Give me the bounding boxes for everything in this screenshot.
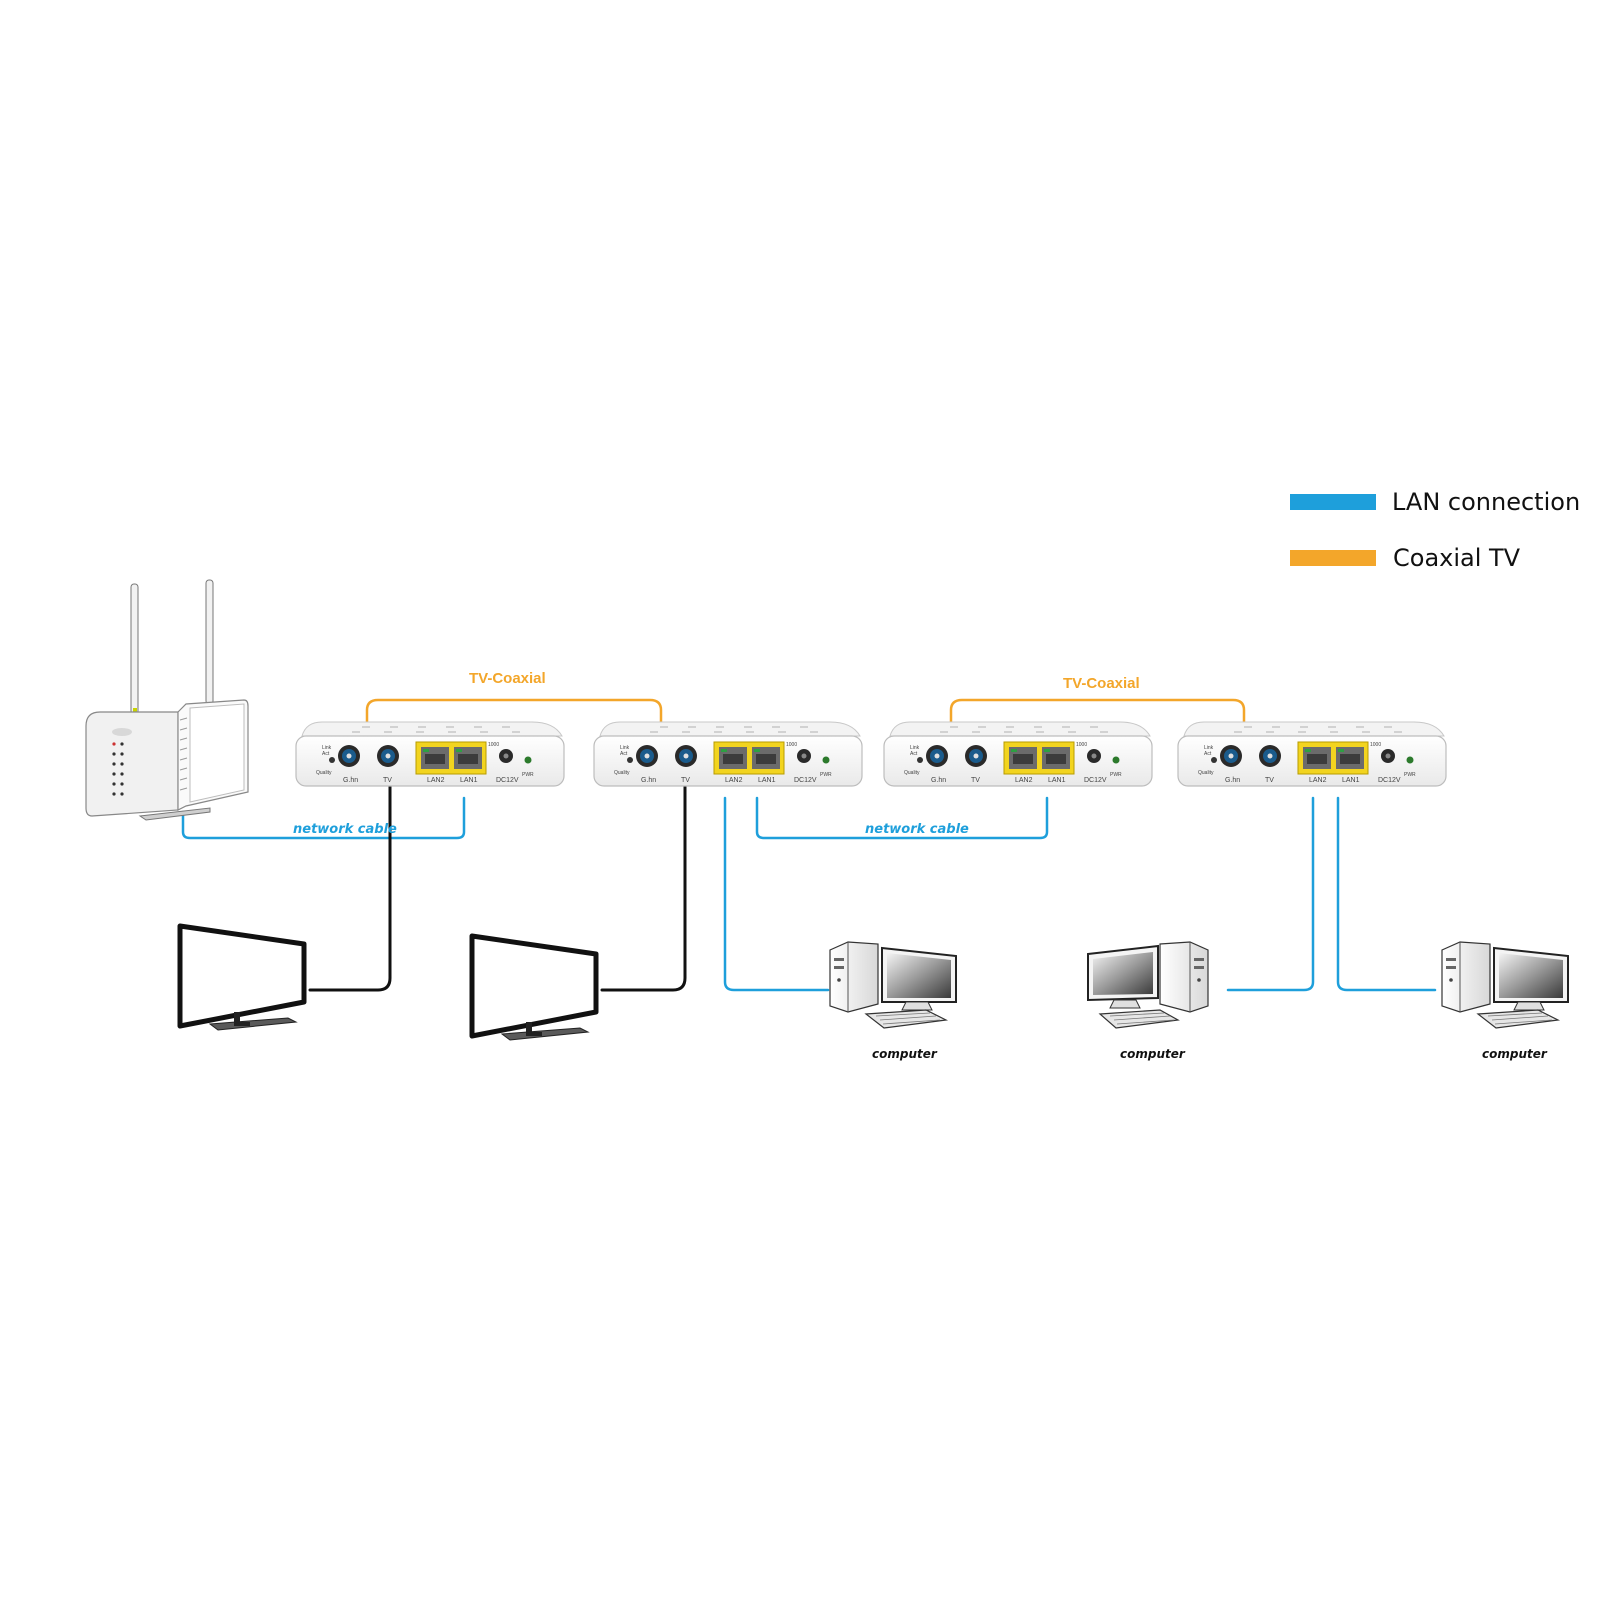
lan-adapter2-to-computer1	[723, 796, 830, 992]
adapter-speed-label: 1000	[1076, 742, 1087, 748]
adapter-lan1-label: LAN1	[758, 777, 776, 784]
adapter-pwr-label: PWR	[1110, 772, 1122, 778]
router-icon	[85, 579, 249, 821]
adapter-tv-label: TV	[681, 777, 690, 784]
adapter-tv-label: TV	[383, 777, 392, 784]
lan-router-to-adapter1	[181, 796, 466, 840]
lan-adapter4-to-computer3	[1336, 796, 1437, 992]
legend-coax-label: Coaxial TV	[1393, 544, 1521, 572]
adapter-2: G.hn TV LAN2 LAN1 DC12V PWR Link Act Qua…	[593, 721, 863, 787]
adapter-dc-label: DC12V	[496, 777, 519, 784]
computer-icon	[1441, 941, 1569, 1029]
adapter-ghn-label: G.hn	[343, 777, 358, 784]
cables	[181, 698, 1437, 992]
adapter-speed-label: 1000	[786, 742, 797, 748]
legend-lan-label: LAN connection	[1392, 488, 1580, 516]
adapter-act-label: Act	[910, 751, 918, 757]
adapter-link-label: Link	[322, 745, 332, 751]
adapter-lan1-label: LAN1	[1048, 777, 1066, 784]
adapter-ghn-label: G.hn	[641, 777, 656, 784]
coax-link-1	[365, 698, 663, 728]
adapter-ghn-label: G.hn	[1225, 777, 1240, 784]
adapter-lan1-label: LAN1	[1342, 777, 1360, 784]
adapter-quality-label: Quality	[1198, 770, 1214, 776]
adapter-quality-label: Quality	[904, 770, 920, 776]
adapter-dc-label: DC12V	[1378, 777, 1401, 784]
legend: LAN connection Coaxial TV	[1290, 488, 1580, 572]
adapter-act-label: Act	[1204, 751, 1212, 757]
adapter-3: G.hn TV LAN2 LAN1 DC12V PWR Link Act Qua…	[883, 721, 1153, 787]
computer-icon	[1087, 941, 1209, 1029]
adapter-lan2-label: LAN2	[1015, 777, 1033, 784]
coax-label-1: TV-Coaxial	[469, 670, 546, 687]
computer-label-2: computer	[1120, 1047, 1186, 1061]
tv-cable-1	[308, 778, 392, 992]
adapter-pwr-label: PWR	[820, 772, 832, 778]
tv-icon	[180, 926, 304, 1030]
coax-link-2	[949, 698, 1246, 728]
adapter-link-label: Link	[910, 745, 920, 751]
adapter-1: G.hn TV LAN2 LAN1 DC12V PWR Link Act Qua…	[295, 721, 565, 787]
coax-label-2: TV-Coaxial	[1063, 675, 1140, 692]
adapter-act-label: Act	[620, 751, 628, 757]
adapter-lan2-label: LAN2	[427, 777, 445, 784]
adapter-4: G.hn TV LAN2 LAN1 DC12V PWR Link Act Qua…	[1177, 721, 1447, 787]
adapter-tv-label: TV	[971, 777, 980, 784]
legend-lan-swatch	[1290, 494, 1376, 510]
adapter-dc-label: DC12V	[1084, 777, 1107, 784]
lan-adapter4-to-computer2	[1226, 796, 1315, 992]
tv-cable-2	[600, 778, 687, 992]
computer-icon	[829, 941, 957, 1029]
adapter-speed-label: 1000	[488, 742, 499, 748]
adapter-link-label: Link	[620, 745, 630, 751]
adapter-tv-label: TV	[1265, 777, 1274, 784]
adapter-quality-label: Quality	[316, 770, 332, 776]
legend-coax-swatch	[1290, 550, 1376, 566]
adapter-ghn-label: G.hn	[931, 777, 946, 784]
adapter-link-label: Link	[1204, 745, 1214, 751]
adapter-dc-label: DC12V	[794, 777, 817, 784]
adapter-lan2-label: LAN2	[1309, 777, 1327, 784]
network-cable-label-2: network cable	[865, 822, 969, 837]
tv-icon	[472, 936, 596, 1040]
adapter-pwr-label: PWR	[522, 772, 534, 778]
adapter-lan1-label: LAN1	[460, 777, 478, 784]
adapter-act-label: Act	[322, 751, 330, 757]
network-cable-label-1: network cable	[293, 822, 397, 837]
adapter-pwr-label: PWR	[1404, 772, 1416, 778]
adapter-quality-label: Quality	[614, 770, 630, 776]
adapter-speed-label: 1000	[1370, 742, 1381, 748]
adapter-lan2-label: LAN2	[725, 777, 743, 784]
computer-label-3: computer	[1482, 1047, 1548, 1061]
computer-label-1: computer	[872, 1047, 938, 1061]
lan-adapter2-to-adapter3	[755, 796, 1049, 840]
